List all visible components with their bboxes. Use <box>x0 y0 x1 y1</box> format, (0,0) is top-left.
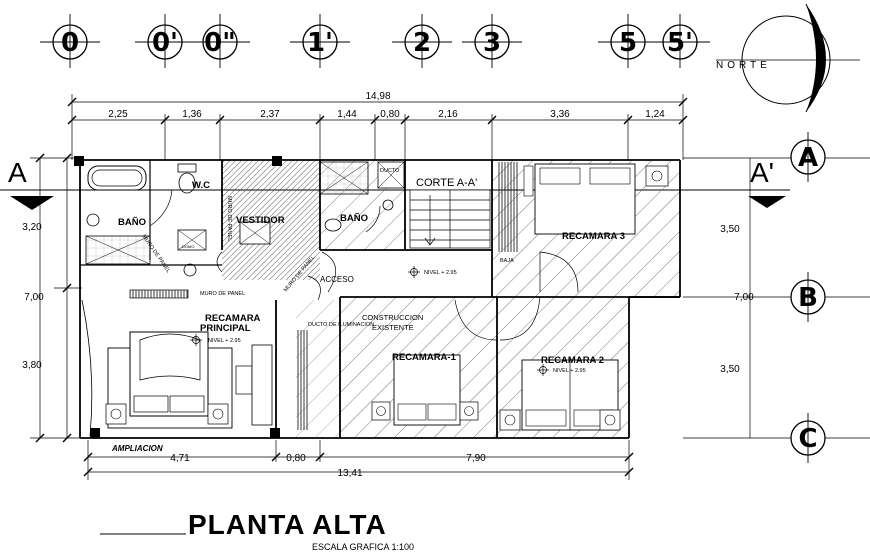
room-label-recamara-principal-2: PRINCIPAL <box>200 323 251 334</box>
dim-top-part: 2,16 <box>438 109 458 120</box>
room-label-recamara-2: RECAMARA 2 <box>541 355 604 366</box>
dim-bottom-part: 0,80 <box>286 453 306 464</box>
dim-left-part: 3,20 <box>22 222 42 233</box>
north-arrow-icon: NORTE <box>716 3 860 113</box>
dim-left-part: 3,80 <box>22 360 42 371</box>
note-muro-panel: MURO DE PANEL <box>226 196 232 241</box>
grid-label-C: C <box>798 424 817 454</box>
grid-label-0-prime: 0' <box>152 28 178 58</box>
room-label-recamara-1: RECAMARA-1 <box>392 352 457 363</box>
note-baja: BAJA <box>500 258 514 264</box>
grid-label-5: 5 <box>619 28 637 58</box>
note-muro-panel: MURO DE PANEL <box>200 291 245 297</box>
grid-label-1-prime: 1' <box>307 28 333 58</box>
label-ampliacion: AMPLIACION <box>111 444 163 453</box>
label-existente: EXISTENTE <box>372 323 414 332</box>
dim-top-total: 14,98 <box>365 91 390 102</box>
north-label: NORTE <box>716 60 771 71</box>
dim-bottom-part: 4,71 <box>170 453 190 464</box>
grid-bubble-3: 3 <box>462 14 522 68</box>
note-ducto: DUCTO <box>380 168 400 174</box>
dimensions-left <box>30 153 82 443</box>
level-note: NIVEL + 2.95 <box>424 270 457 276</box>
note-domo: DOMO <box>182 244 194 249</box>
drawing-scale: ESCALA GRAFICA 1:100 <box>312 542 414 552</box>
drawing-title: PLANTA ALTA <box>188 509 387 540</box>
grid-axis-right: A B C <box>683 132 870 463</box>
dim-left-total: 7,00 <box>24 292 44 303</box>
dim-top-part: 1,44 <box>337 109 357 120</box>
dim-right-part: 3,50 <box>720 364 740 375</box>
room-label-recamara-principal: RECAMARA <box>205 313 261 324</box>
dim-bottom-part: 7,90 <box>466 453 486 464</box>
grid-bubble-2: 2 <box>392 14 452 68</box>
grid-bubble-0-double-prime: 0" <box>190 14 250 68</box>
level-note: NIVEL + 2.95 <box>553 368 586 374</box>
grid-bubble-0-prime: 0' <box>135 14 195 68</box>
room-label-bano: BAÑO <box>118 217 146 228</box>
level-marker-icon <box>190 334 202 346</box>
dim-top-part: 1,24 <box>645 109 665 120</box>
grid-bubble-B: B <box>790 272 826 322</box>
grid-label-B: B <box>798 283 818 313</box>
dim-top-part: 1,36 <box>182 109 202 120</box>
dimensions-bottom <box>83 440 634 480</box>
level-marker-icon <box>408 266 420 278</box>
grid-label-A: A <box>798 143 818 173</box>
grid-label-0-double-prime: 0" <box>204 28 236 58</box>
grid-axis-top: 0 0' 0" 1' 2 3 <box>40 14 710 68</box>
section-label-left: A <box>8 157 27 188</box>
dim-right-part: 3,50 <box>720 224 740 235</box>
level-note: NIVEL + 2.95 <box>208 338 241 344</box>
grid-label-0: 0 <box>61 28 79 58</box>
room-label-wc: W.C <box>192 180 210 191</box>
grid-bubble-1-prime: 1' <box>290 14 350 68</box>
level-marker-icon <box>537 364 549 376</box>
room-label-recamara-3: RECAMARA 3 <box>562 231 625 242</box>
dim-top-part: 3,36 <box>550 109 570 120</box>
dim-top-part: 2,25 <box>108 109 128 120</box>
section-label: CORTE A-A' <box>416 177 477 189</box>
grid-bubble-5-prime: 5' <box>650 14 710 68</box>
dim-top-part: 0,80 <box>380 109 400 120</box>
dim-bottom-total: 13,41 <box>337 468 362 479</box>
section-label-right: A' <box>750 157 774 188</box>
room-label-bano-2: BAÑO <box>340 213 368 224</box>
building-outline <box>74 156 681 439</box>
grid-bubble-A: A <box>790 132 826 182</box>
grid-label-3: 3 <box>483 28 501 58</box>
grid-bubble-C: C <box>790 413 826 463</box>
dimensions-top <box>67 94 688 160</box>
grid-bubble-0: 0 <box>40 14 100 68</box>
room-label-vestidor: VESTIDOR <box>236 215 285 226</box>
grid-bubble-5: 5 <box>598 14 658 68</box>
note-ducto-iluminacion: DUCTO DE ILUMINACION <box>308 322 374 328</box>
vestidor-hatch <box>222 160 320 280</box>
label-acceso: ACCESO <box>320 275 354 284</box>
stairs <box>409 189 491 249</box>
grid-label-5-prime: 5' <box>667 28 693 58</box>
dim-right-total: 7,00 <box>734 292 754 303</box>
grid-label-2: 2 <box>413 28 431 58</box>
dim-top-part: 2,37 <box>260 109 280 120</box>
label-construccion: CONSTRUCCION <box>362 313 423 322</box>
